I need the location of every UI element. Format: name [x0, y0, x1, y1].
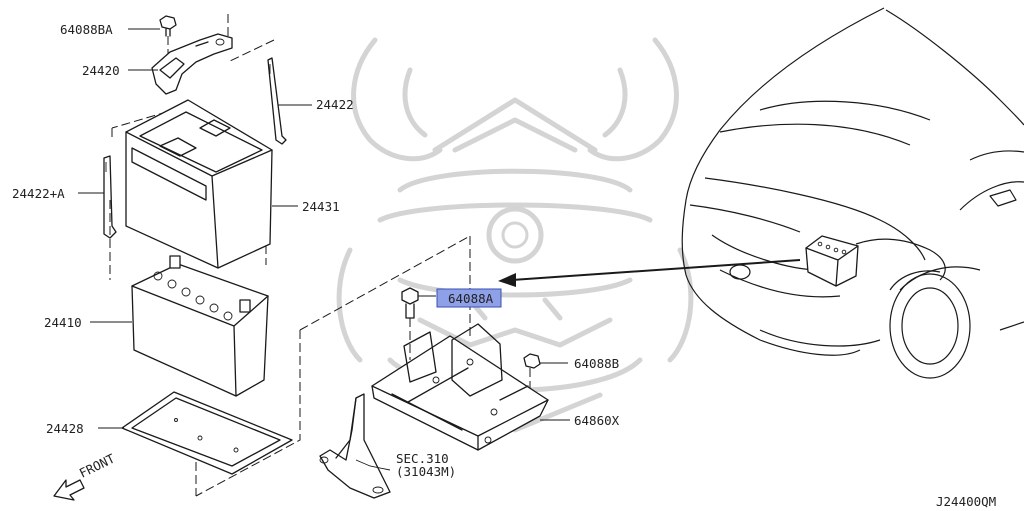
label-sec-ref[interactable]: SEC.310 — [396, 451, 449, 466]
label-rod-right[interactable]: 24422 — [316, 97, 354, 112]
label-battery-cover[interactable]: 24431 — [302, 199, 340, 214]
label-front: FRONT — [77, 451, 118, 481]
battery-tray-part — [121, 391, 293, 475]
label-battery[interactable]: 24410 — [44, 315, 82, 330]
label-nut-right[interactable]: 64088B — [574, 356, 619, 371]
front-arrow-icon — [53, 479, 85, 501]
label-sec-ref-part: (31043M) — [396, 464, 456, 479]
hold-down-bracket-part — [151, 33, 233, 95]
vehicle-outline — [681, 7, 1024, 379]
label-nut-top[interactable]: 64088BA — [60, 22, 113, 37]
label-rod-left[interactable]: 24422+A — [12, 186, 65, 201]
battery-location-icon — [805, 235, 859, 287]
bolt-part — [401, 287, 419, 360]
label-support-bracket[interactable]: 64860X — [574, 413, 620, 428]
label-tray[interactable]: 24428 — [46, 421, 84, 436]
battery-part — [131, 255, 269, 397]
battery-cover-part — [125, 99, 273, 269]
leader-lines — [78, 28, 570, 471]
nut-right-part — [523, 353, 541, 400]
front-indicator: FRONT — [53, 451, 118, 501]
location-arrow-icon — [498, 259, 801, 287]
label-diagram-code: J24400QM — [936, 494, 996, 509]
samurai-helmet-watermark — [336, 37, 694, 433]
highlight-box — [436, 288, 502, 308]
label-bracket[interactable]: 24420 — [82, 63, 120, 78]
battery-support-bracket-part — [371, 236, 549, 451]
label-bolt-highlight[interactable]: 64088A — [448, 291, 494, 306]
nut-top-part — [159, 15, 177, 55]
hold-down-rod-left-part — [103, 155, 117, 239]
hold-down-rod-right-part — [267, 57, 287, 145]
sec310-mount-part — [319, 393, 391, 499]
